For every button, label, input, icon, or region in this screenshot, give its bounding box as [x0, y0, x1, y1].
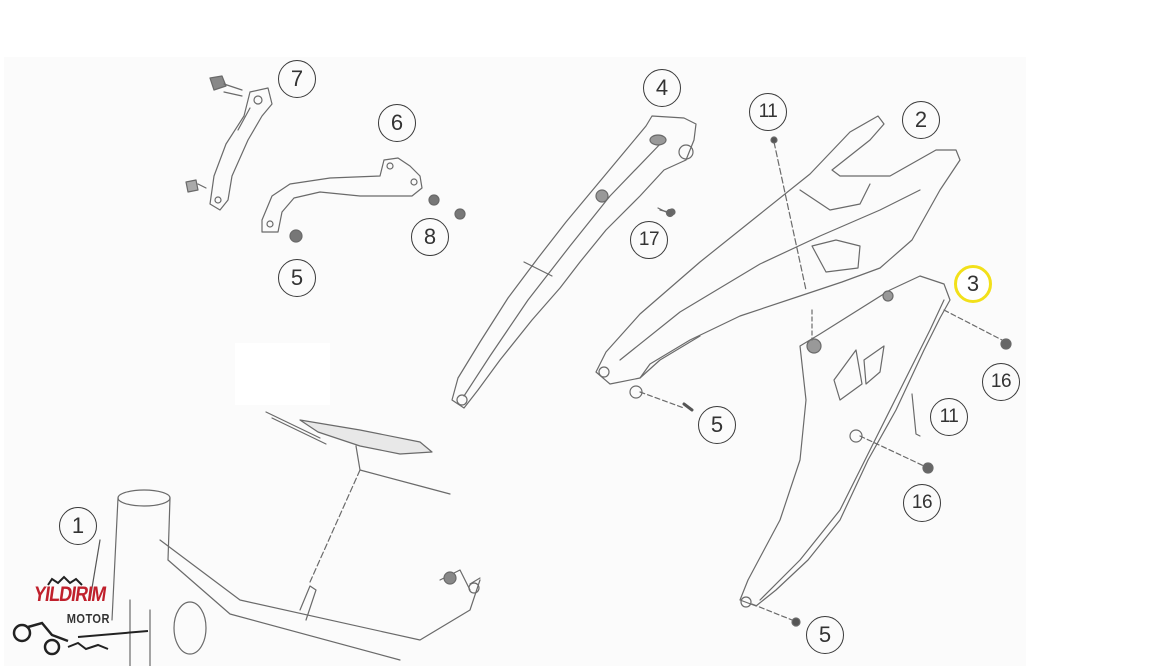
callout-4[interactable]: 4 [643, 69, 681, 107]
callout-16[interactable]: 16 [903, 484, 941, 522]
callout-5[interactable]: 5 [698, 406, 736, 444]
callout-16[interactable]: 16 [982, 363, 1020, 401]
watermark-line2: MOTOR [66, 611, 110, 626]
part-4-strut[interactable] [451, 115, 697, 409]
diagram-canvas [4, 57, 1026, 666]
callout-8[interactable]: 8 [411, 218, 449, 256]
callout-2[interactable]: 2 [902, 101, 940, 139]
gear-motorcycle-icon [12, 575, 149, 656]
callout-5[interactable]: 5 [806, 616, 844, 654]
callout-1[interactable]: 1 [59, 507, 97, 545]
seat-bracket[interactable] [265, 411, 451, 583]
callout-3-highlighted[interactable]: 3 [954, 265, 992, 303]
callout-5[interactable]: 5 [278, 259, 316, 297]
part-3-side-frame[interactable] [739, 275, 1012, 627]
callout-11[interactable]: 11 [930, 398, 968, 436]
part-1-main-frame[interactable] [89, 489, 481, 666]
callout-17[interactable]: 17 [630, 221, 668, 259]
watermark-line1: YILDIRIM [32, 583, 108, 606]
callout-7[interactable]: 7 [278, 60, 316, 98]
part-2-subframe[interactable] [595, 115, 961, 412]
callout-11[interactable]: 11 [749, 93, 787, 131]
part-7-bracket[interactable] [185, 75, 273, 211]
part-6-bracket[interactable] [261, 157, 466, 243]
watermark-logo: YILDIRIM MOTOR [8, 575, 168, 665]
blank-patch [235, 343, 330, 405]
part-17-bolt[interactable] [657, 207, 675, 218]
callout-6[interactable]: 6 [378, 104, 416, 142]
